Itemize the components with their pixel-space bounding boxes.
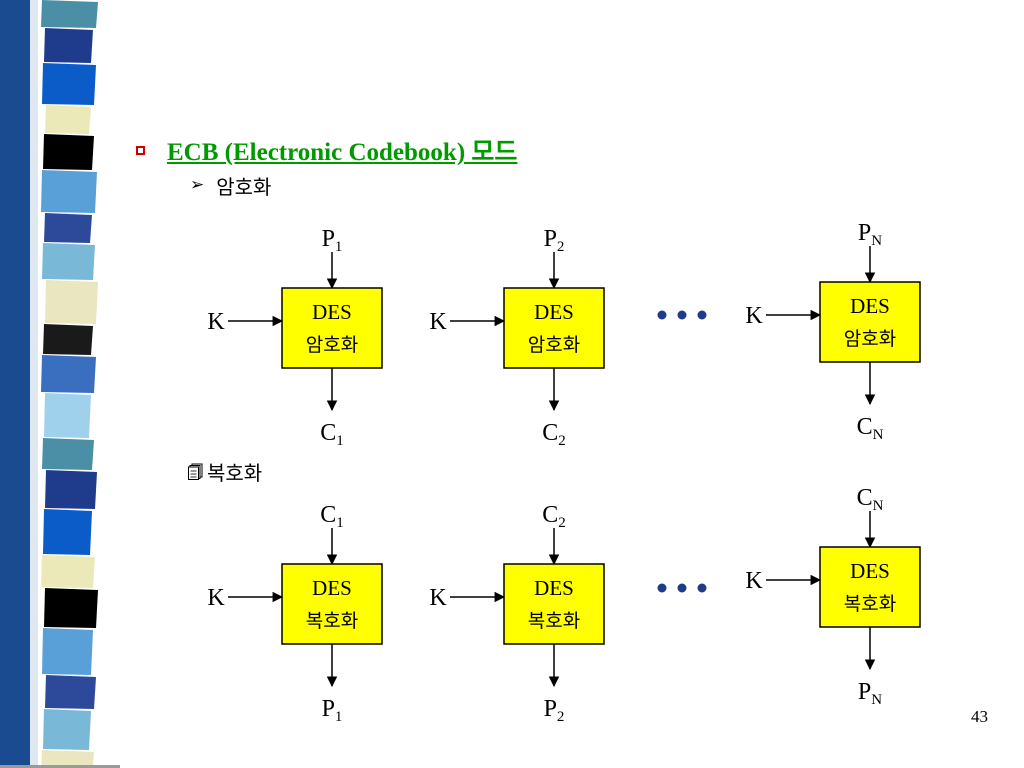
- decorative-stripe: [44, 28, 93, 63]
- encryption-block-2-box-mode: 암호화: [528, 334, 580, 356]
- encryption-block-2-input-label: P2: [544, 226, 565, 255]
- decryption-block-3-box-mode: 복호화: [844, 593, 896, 615]
- decorative-stripe: [45, 675, 96, 709]
- encryption-block-3-box-title: DES: [850, 294, 890, 318]
- encryption-block-2-des-box: [503, 287, 605, 369]
- page-number: 43: [971, 707, 988, 726]
- encryption-block-3-key-label: K: [745, 303, 763, 329]
- decryption-block-3-output-label: PN: [858, 679, 882, 708]
- arrow-bullet-icon: ➢: [190, 175, 205, 195]
- decorative-stripe: [43, 134, 94, 170]
- decryption-block-3-input-label: CN: [857, 485, 884, 514]
- encryption-block-3-output-label: CN: [857, 414, 884, 443]
- encryption-block-1-box-title: DES: [312, 300, 352, 324]
- decorative-stripe: [44, 213, 92, 243]
- heading-row: ECB (Electronic Codebook) 모드: [136, 134, 517, 166]
- encryption-block-2-box-title: DES: [534, 300, 574, 324]
- decorative-stripe: [41, 355, 96, 393]
- encryption-subheading: 암호화: [216, 174, 272, 199]
- decorative-stripe: [45, 105, 91, 134]
- decryption-block-1-box-title: DES: [312, 576, 352, 600]
- decorative-side-stripes: [0, 0, 120, 768]
- decryption-subheading-row: 복호화: [188, 456, 262, 486]
- decorative-stripe: [42, 438, 94, 470]
- encryption-block-3-des-box: [819, 281, 921, 363]
- encryption-block-2-key-label: K: [429, 309, 447, 335]
- note-bullet-icon: [188, 463, 203, 480]
- encryption-block-1-box-mode: 암호화: [306, 334, 358, 356]
- decryption-block-2-box-mode: 복호화: [528, 610, 580, 632]
- decryption-block-2-box-title: DES: [534, 576, 574, 600]
- slide-heading: ECB (Electronic Codebook) 모드: [167, 139, 518, 166]
- decorative-stripe: [41, 555, 95, 588]
- decryption-block-1-key-label: K: [207, 585, 225, 611]
- decryption-ellipsis-dot-3: [697, 583, 707, 593]
- decryption-ellipsis-dot-1: [657, 583, 667, 593]
- decryption-block-2-key-label: K: [429, 585, 447, 611]
- encryption-block-3-input-label: PN: [858, 220, 882, 249]
- decorative-stripe: [43, 509, 92, 555]
- decorative-stripe: [45, 280, 98, 324]
- encryption-block-1-output-label: C1: [320, 420, 344, 449]
- decorative-stripe: [41, 750, 94, 768]
- encryption-block-2-output-label: C2: [542, 420, 566, 449]
- decorative-stripe: [44, 588, 98, 628]
- encryption-subheading-row: ➢ 암호화: [190, 170, 271, 200]
- decryption-block-1-des-box: [281, 563, 383, 645]
- encryption-block-3-box-mode: 암호화: [844, 328, 896, 350]
- decryption-subheading: 복호화: [207, 460, 263, 485]
- decryption-block-3-des-box: [819, 546, 921, 628]
- decryption-block-3-box-title: DES: [850, 559, 890, 583]
- encryption-block-1-key-label: K: [207, 309, 225, 335]
- square-bullet-icon: [136, 145, 145, 155]
- decorative-stripe: [42, 243, 95, 280]
- bottom-edge: [0, 765, 120, 768]
- decryption-block-1-box-mode: 복호화: [306, 610, 358, 632]
- decorative-stripe: [41, 0, 98, 28]
- decorative-stripe: [43, 709, 91, 750]
- decryption-ellipsis-dot-2: [677, 583, 687, 593]
- decryption-block-1-input-label: C1: [320, 502, 344, 531]
- decorative-stripe: [45, 470, 97, 509]
- decorative-stripe: [44, 393, 91, 438]
- decryption-block-1-output-label: P1: [322, 696, 343, 725]
- encryption-block-1-input-label: P1: [322, 226, 343, 255]
- decorative-stripe: [42, 628, 93, 675]
- stripe-gap: [30, 0, 38, 768]
- encryption-ellipsis-dot-1: [657, 310, 667, 320]
- decryption-block-2-output-label: P2: [544, 696, 565, 725]
- decorative-stripe: [42, 63, 96, 105]
- decryption-block-3-key-label: K: [745, 568, 763, 594]
- decorative-stripe: [43, 324, 93, 355]
- stripe-left-band: [0, 0, 30, 768]
- encryption-ellipsis-dot-2: [677, 310, 687, 320]
- decryption-block-2-input-label: C2: [542, 502, 566, 531]
- decorative-stripe: [41, 170, 97, 213]
- encryption-ellipsis-dot-3: [697, 310, 707, 320]
